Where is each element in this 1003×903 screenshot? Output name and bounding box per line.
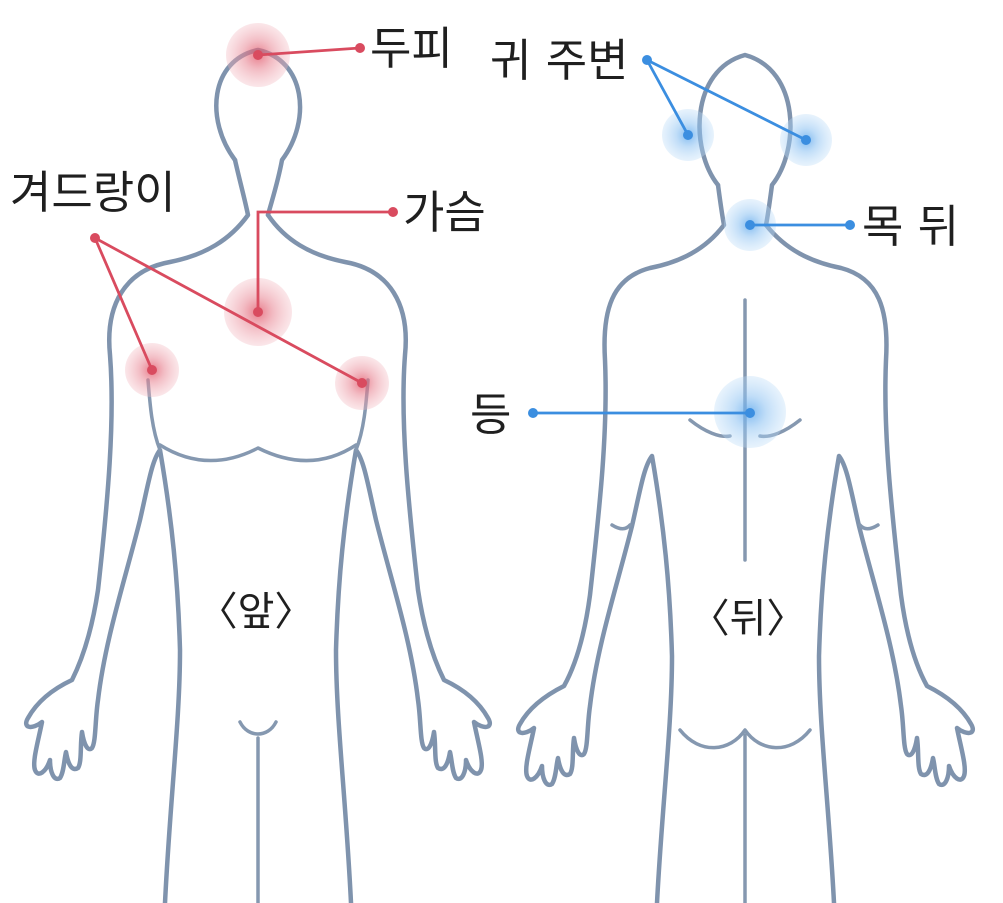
label-back: 등 — [470, 388, 511, 441]
label-scalp: 두피 — [370, 22, 453, 75]
back-center — [745, 408, 755, 418]
label-back-of-neck: 목 뒤 — [862, 200, 959, 253]
ear-dot — [642, 55, 652, 65]
caption-front: 〈앞〉 — [198, 589, 315, 635]
armpit-right-center — [357, 378, 367, 388]
armpit-left-leader — [95, 238, 152, 370]
front-right-body-outline — [268, 215, 490, 903]
scalp-center — [253, 50, 263, 60]
back-markers — [662, 109, 832, 448]
ear-left-center — [683, 130, 693, 140]
armpit-left-center — [147, 365, 157, 375]
caption-back: 〈뒤〉 — [690, 596, 807, 642]
back-dot — [528, 408, 538, 418]
scalp-dot — [355, 43, 365, 53]
back-figure — [518, 55, 973, 903]
back-right-body-outline — [766, 225, 973, 903]
chest-center — [253, 307, 263, 317]
label-around-ears: 귀 주변 — [490, 34, 629, 87]
label-armpit: 겨드랑이 — [10, 166, 176, 219]
armpit-dot — [90, 233, 100, 243]
front-groin — [240, 722, 276, 903]
back-left-body-outline — [518, 185, 724, 903]
neck-back-center — [745, 220, 755, 230]
back-elbow-left — [612, 525, 630, 529]
neck-back-dot — [845, 220, 855, 230]
label-chest: 가슴 — [403, 186, 486, 239]
ear-right-center — [801, 135, 811, 145]
front-chest-line — [160, 445, 356, 460]
front-left-body-outline — [26, 160, 248, 903]
back-elbow-right — [860, 525, 878, 529]
chest-dot — [388, 207, 398, 217]
